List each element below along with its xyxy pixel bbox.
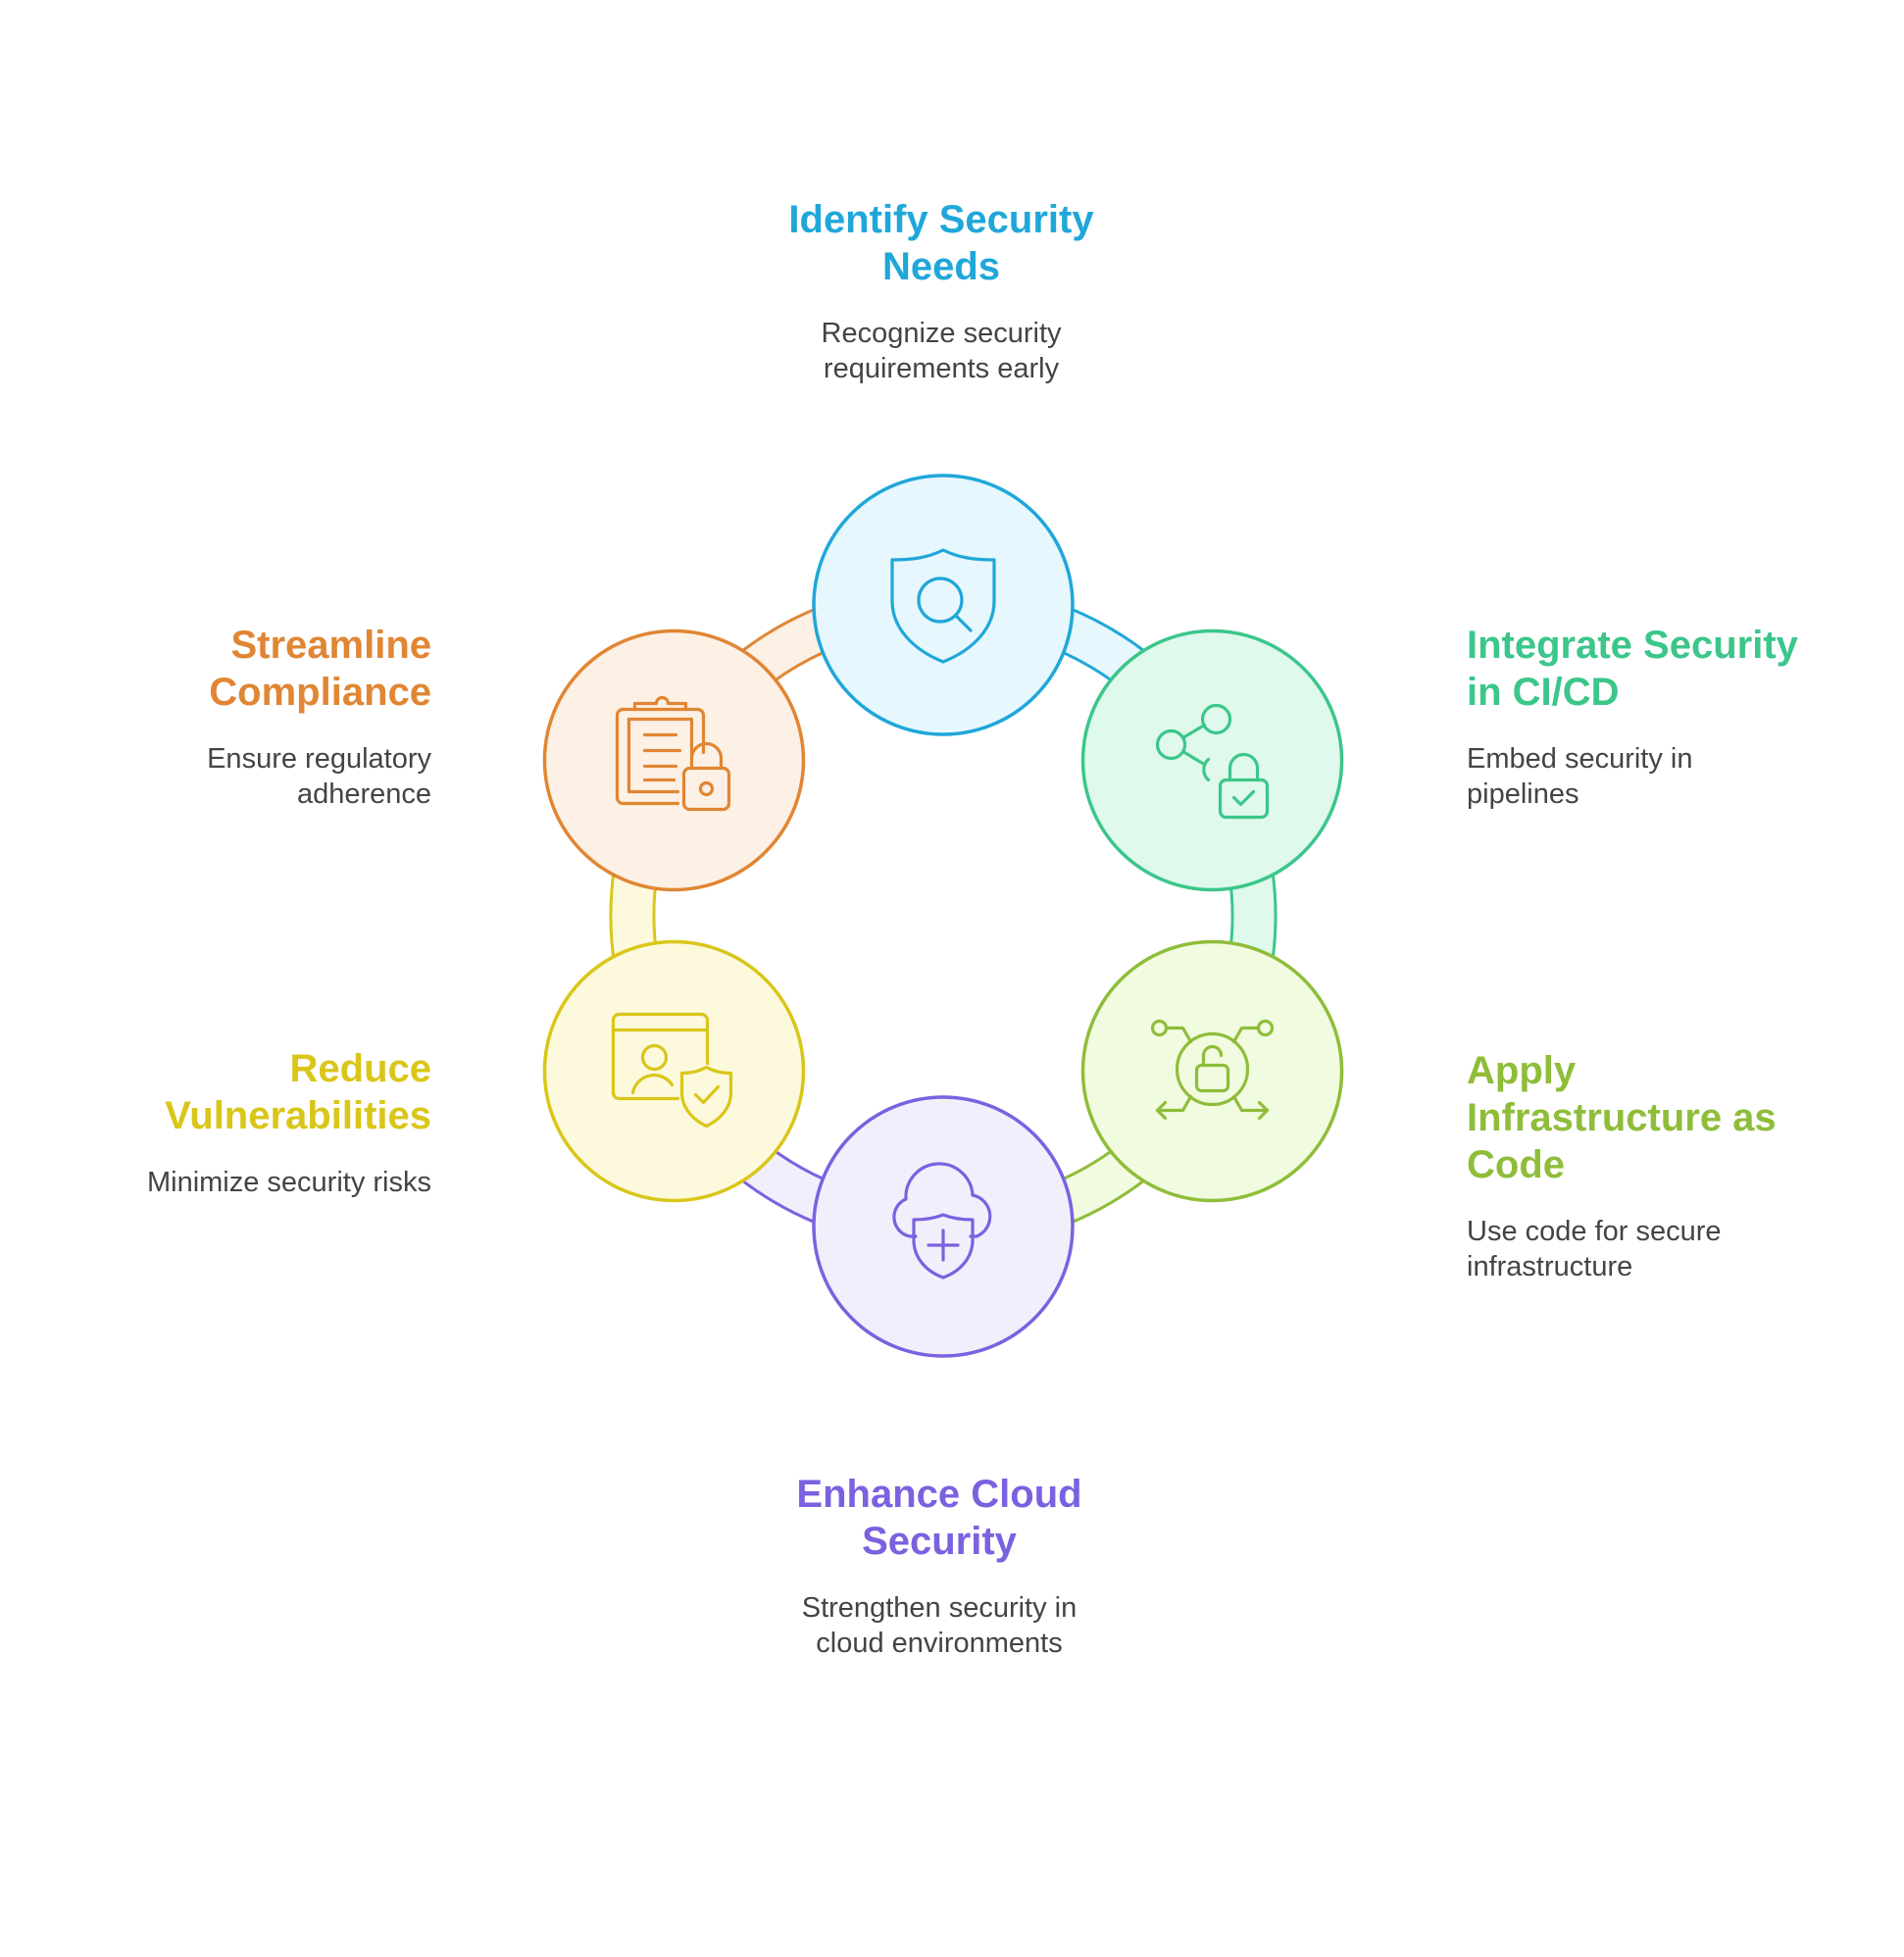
desc-line: requirements early — [823, 353, 1060, 384]
cycle-node-compliance — [542, 628, 806, 892]
step-identify-description: Recognize security requirements early — [726, 316, 1157, 386]
node-circle — [542, 939, 806, 1203]
desc-line: Ensure regulatory — [207, 743, 431, 775]
title-line: Streamline — [230, 624, 431, 667]
step-iac-text: Apply Infrastructure as Code Use code fo… — [1467, 1047, 1898, 1284]
desc-line: Minimize security risks — [146, 1167, 431, 1198]
step-iac-description: Use code for secure infrastructure — [1467, 1214, 1898, 1284]
cycle-node-iac — [1080, 939, 1344, 1203]
step-reduce-description: Minimize security risks — [0, 1165, 431, 1200]
title-line: in CI/CD — [1467, 671, 1620, 714]
step-compliance-text: Streamline Compliance Ensure regulatory … — [0, 622, 431, 812]
node-circle — [812, 1095, 1075, 1358]
title-line: Needs — [881, 245, 1001, 288]
desc-line: Strengthen security in — [801, 1592, 1077, 1624]
title-line: Security — [862, 1520, 1017, 1563]
step-integrate-text: Integrate Security in CI/CD Embed securi… — [1467, 622, 1898, 812]
step-cloud-title: Enhance Cloud Security — [724, 1471, 1155, 1565]
cycle-node-integrate — [1080, 628, 1344, 892]
step-reduce-title: Reduce Vulnerabilities — [0, 1045, 431, 1139]
desc-line: Embed security in — [1467, 743, 1693, 775]
title-line: Compliance — [209, 671, 431, 714]
desc-line: Use code for secure — [1467, 1216, 1722, 1247]
cycle-node-reduce — [542, 939, 806, 1203]
title-line: Identify Security — [788, 198, 1094, 241]
cycle-node-identify — [812, 474, 1075, 736]
title-line: Infrastructure as — [1467, 1096, 1777, 1139]
node-circle — [812, 474, 1075, 736]
step-cloud-text: Enhance Cloud Security Strengthen securi… — [724, 1471, 1155, 1661]
step-compliance-description: Ensure regulatory adherence — [0, 741, 431, 812]
user-shield-icon — [611, 1012, 733, 1129]
title-line: Code — [1467, 1143, 1565, 1186]
step-identify-text: Identify Security Needs Recognize securi… — [726, 196, 1157, 386]
title-line: Reduce — [289, 1047, 432, 1090]
title-line: Enhance Cloud — [796, 1473, 1082, 1516]
shield-search-icon — [890, 548, 996, 664]
node-circle — [1080, 628, 1344, 892]
cycle-node-cloud — [812, 1095, 1075, 1358]
desc-line: cloud environments — [816, 1628, 1063, 1659]
step-iac-title: Apply Infrastructure as Code — [1467, 1047, 1898, 1188]
step-reduce-text: Reduce Vulnerabilities Minimize security… — [0, 1045, 431, 1200]
clipboard-lock-icon — [615, 695, 731, 812]
step-compliance-title: Streamline Compliance — [0, 622, 431, 716]
unlock-network-icon — [1150, 1019, 1275, 1121]
node-circle — [1080, 939, 1344, 1203]
share-lock-icon — [1155, 703, 1270, 820]
step-identify-title: Identify Security Needs — [726, 196, 1157, 290]
title-line: Vulnerabilities — [165, 1094, 431, 1137]
title-line: Apply — [1467, 1049, 1577, 1092]
cloud-shield-icon — [892, 1162, 992, 1280]
step-integrate-title: Integrate Security in CI/CD — [1467, 622, 1898, 716]
node-circle — [542, 628, 806, 892]
desc-line: Recognize security — [821, 318, 1062, 349]
step-integrate-description: Embed security in pipelines — [1467, 741, 1898, 812]
cycle-nodes — [542, 474, 1344, 1358]
desc-line: infrastructure — [1467, 1251, 1633, 1282]
title-line: Integrate Security — [1467, 624, 1798, 667]
desc-line: pipelines — [1467, 778, 1579, 810]
desc-line: adherence — [296, 778, 431, 810]
step-cloud-description: Strengthen security in cloud environment… — [724, 1590, 1155, 1661]
